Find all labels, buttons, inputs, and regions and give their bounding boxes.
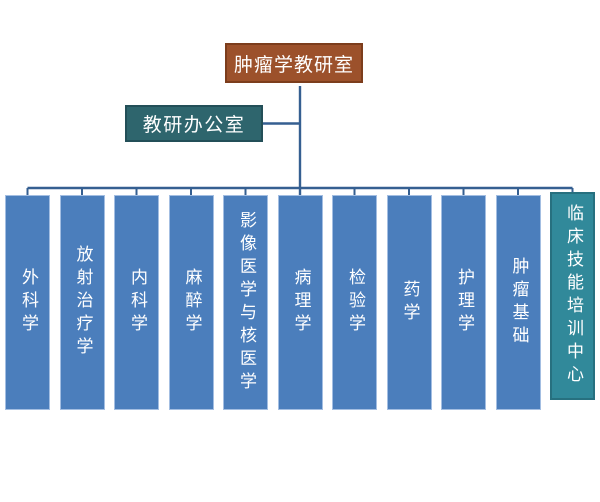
org-node-department-pathology: 病理学 [277,195,323,410]
department-label: 内科学 [127,268,147,337]
org-node-department-internal-medicine: 内科学 [114,195,159,410]
department-label: 检验学 [345,268,365,337]
department-label: 肿瘤基础 [508,256,529,349]
department-label: 药学 [399,279,420,326]
org-node-department-laboratory: 检验学 [332,195,377,410]
org-node-department-nursing: 护理学 [441,195,486,410]
department-label: 护理学 [454,268,474,337]
org-node-office: 教研办公室 [125,105,263,142]
department-label: 影像医学与核医学 [236,210,256,395]
org-node-department-pharmacy: 药学 [386,195,432,410]
department-row: 外科学 放射治疗学 内科学 麻醉学 影像医学与核医学 病理学 检验学 药学 护理… [5,192,595,410]
department-label: 病理学 [290,268,311,337]
org-node-department-radiotherapy: 放射治疗学 [59,195,105,410]
department-label: 放射治疗学 [72,245,93,360]
department-label: 麻醉学 [181,268,202,337]
org-node-department-anesthesiology: 麻醉学 [168,195,214,410]
org-node-root: 肿瘤学教研室 [225,43,363,83]
department-label: 临床技能培训中心 [563,204,583,388]
org-node-clinical-skills-training-center: 临床技能培训中心 [550,192,595,400]
org-node-department-oncology-basics: 肿瘤基础 [495,195,541,410]
org-node-department-imaging-nuclear: 影像医学与核医学 [223,195,268,410]
org-node-department-surgery: 外科学 [5,195,50,410]
department-label: 外科学 [18,268,38,337]
